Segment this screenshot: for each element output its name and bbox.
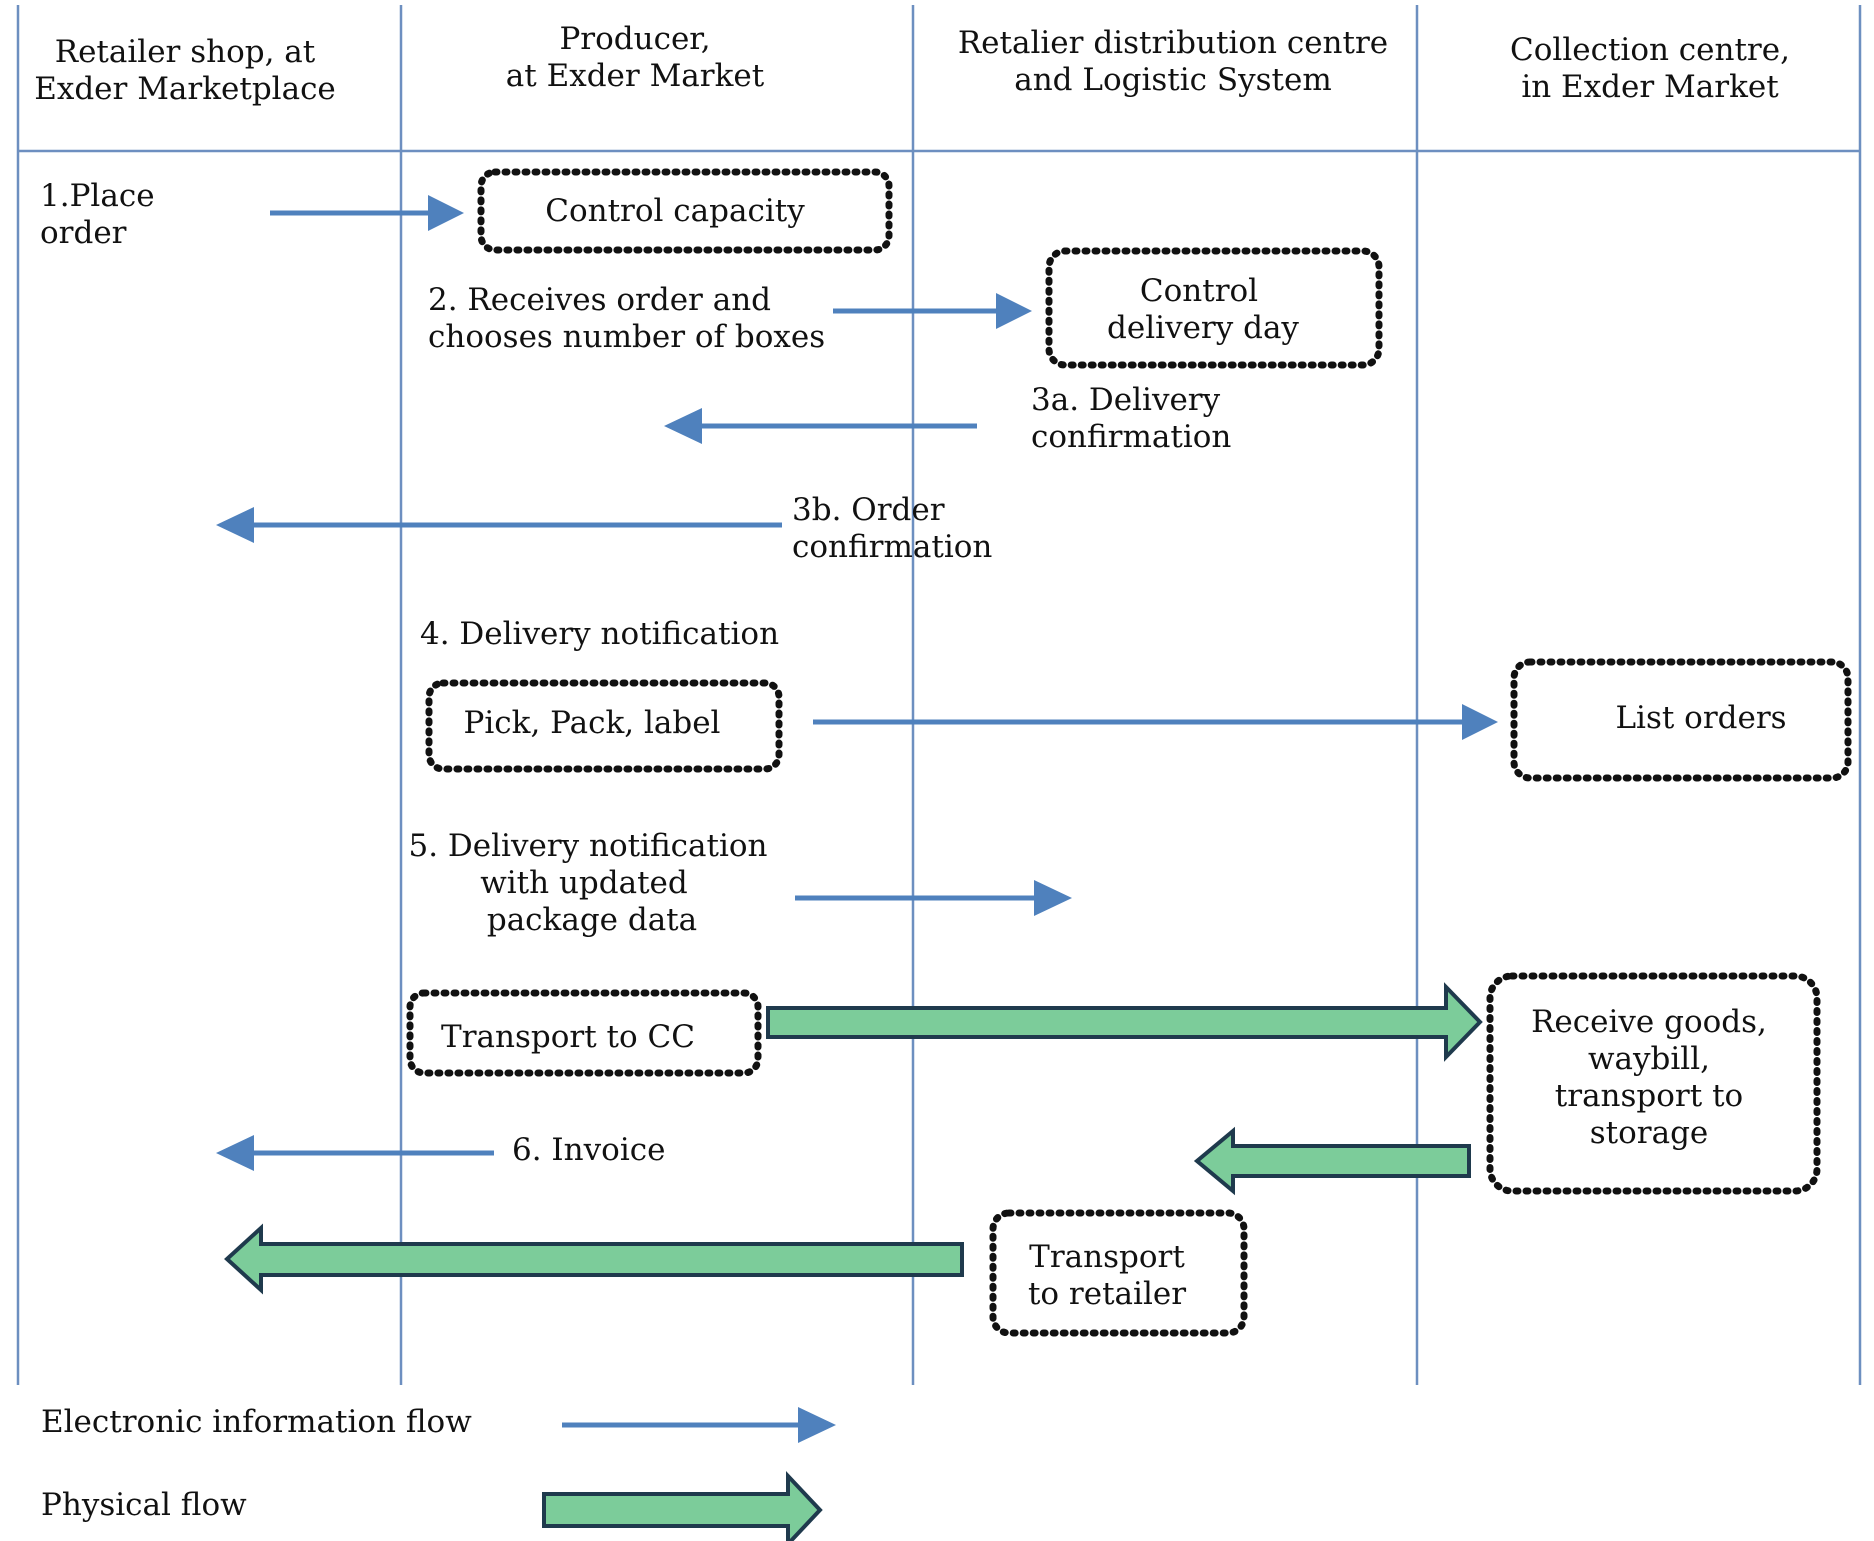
step-1-label-line-1: 1.Place [40, 178, 155, 214]
phys-arrow-to-distribution [1193, 1126, 1471, 1196]
step-5-label-line-1: 5. Delivery notification [408, 828, 767, 864]
box-transport-to-retailer-line-1: Transport [1029, 1239, 1185, 1275]
electronic-arrows [216, 195, 1498, 1171]
box-control-delivery-day-line-1: Control [1140, 273, 1258, 309]
box-transport-to-retailer-line-2: to retailer [1028, 1276, 1186, 1312]
arrow-updated-package-data [795, 880, 1072, 916]
lane-header-retailer-line-2: Exder Marketplace [34, 71, 336, 107]
step-3a-label-line-1: 3a. Delivery [1031, 382, 1221, 418]
step-3b-label-line-1: 3b. Order [792, 492, 945, 528]
box-transport-to-retailer [989, 1209, 1248, 1337]
box-control-capacity [477, 168, 893, 254]
step-labels: 1.Place order 2. Receives order and choo… [40, 178, 1231, 1168]
step-5-label-line-3: package data [487, 902, 697, 938]
step-3a-label-line-2: confirmation [1031, 419, 1231, 455]
legend-electronic-arrow [562, 1407, 836, 1443]
lane-header-collection-line-2: in Exder Market [1521, 69, 1779, 105]
box-control-delivery-day-line-2: delivery day [1107, 310, 1299, 346]
box-list-orders [1510, 658, 1852, 782]
legend-physical-label: Physical flow [41, 1487, 247, 1523]
arrow-place-order [270, 195, 464, 231]
lane-headers: Retailer shop, at Exder Marketplace Prod… [34, 21, 1790, 107]
lane-header-producer-line-2: at Exder Market [506, 58, 765, 94]
lane-header-retailer-line-1: Retailer shop, at [55, 34, 316, 70]
phys-arrow-transport-to-cc [766, 982, 1483, 1062]
legend-physical-arrow [542, 1470, 823, 1541]
box-control-capacity-text: Control capacity [545, 193, 805, 229]
box-receive-goods-line-2: waybill, [1588, 1041, 1710, 1077]
box-transport-to-cc [406, 989, 762, 1077]
step-5-label-line-2: with updated [480, 865, 688, 901]
arrow-invoice [216, 1135, 494, 1171]
legend-electronic-label: Electronic information flow [41, 1404, 472, 1440]
arrow-delivery-notification [813, 704, 1498, 740]
box-receive-goods-line-3: transport to [1555, 1078, 1743, 1114]
lane-header-collection-line-1: Collection centre, [1510, 32, 1790, 68]
step-6-label: 6. Invoice [512, 1132, 665, 1168]
step-4-label: 4. Delivery notification [420, 616, 779, 652]
box-receive-goods-line-1: Receive goods, [1531, 1004, 1767, 1040]
phys-arrow-transport-to-retailer [224, 1223, 964, 1295]
swimlane-grid [16, 5, 1862, 1385]
step-1-label-line-2: order [40, 215, 127, 251]
box-pick-pack-label [425, 679, 783, 773]
arrow-order-confirmation [216, 507, 782, 543]
step-2-label-line-1: 2. Receives order and [428, 282, 771, 318]
box-list-orders-text: List orders [1615, 700, 1786, 736]
box-transport-to-cc-text: Transport to CC [441, 1019, 695, 1055]
process-boxes: Control capacity Control delivery day Pi… [406, 168, 1852, 1337]
arrow-delivery-confirmation [664, 408, 977, 444]
step-2-label-line-2: chooses number of boxes [428, 319, 825, 355]
box-pick-pack-label-text: Pick, Pack, label [464, 705, 721, 741]
step-3b-label-line-2: confirmation [792, 529, 992, 565]
lane-header-distribution-line-2: and Logistic System [1014, 62, 1332, 98]
lane-header-distribution-line-1: Retalier distribution centre [958, 25, 1388, 61]
arrow-receive-order [833, 293, 1032, 329]
box-control-delivery-day [1045, 247, 1383, 369]
legend: Electronic information flow Physical flo… [41, 1404, 836, 1541]
box-receive-goods [1486, 972, 1821, 1195]
box-receive-goods-line-4: storage [1590, 1115, 1709, 1151]
lane-header-producer-line-1: Producer, [559, 21, 710, 57]
physical-arrows [224, 982, 1483, 1295]
